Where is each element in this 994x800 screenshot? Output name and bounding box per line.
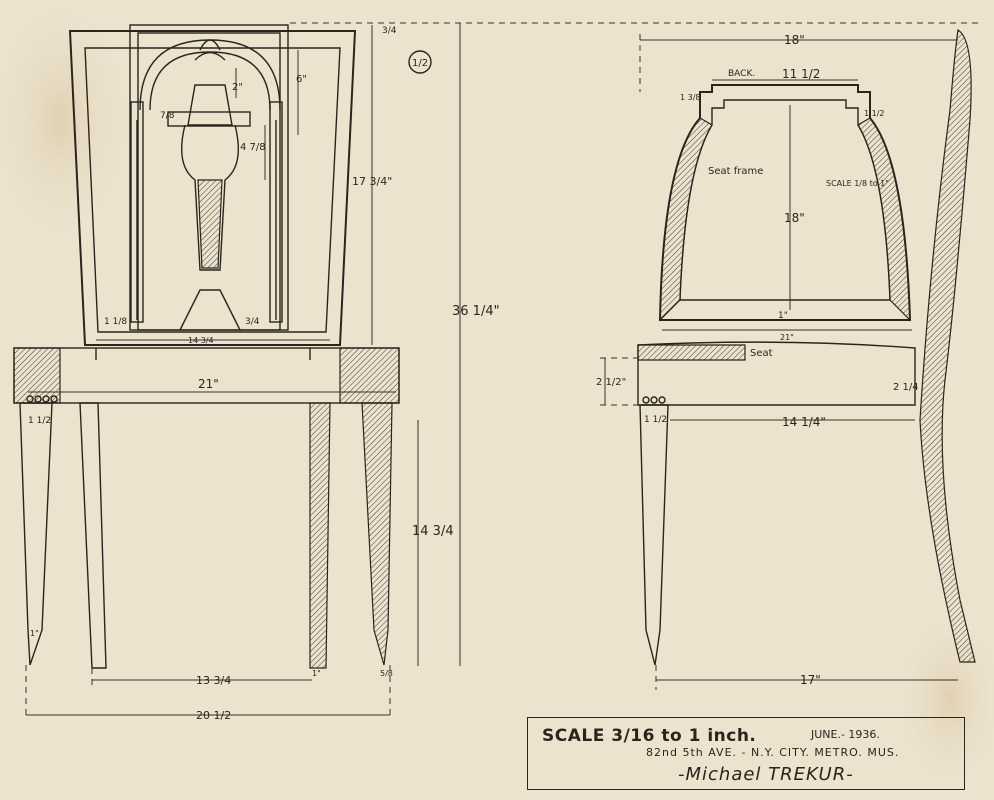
front-view: 3/4 1/2 6" 2" 7/8 4 7/8 17 3/4" 36 1/4" … <box>13 22 980 722</box>
side-rivets <box>642 396 666 404</box>
dim-1-1-8: 1 1/8 <box>104 317 127 327</box>
dim-2-1-4: 2 1/4 <box>893 382 919 393</box>
dim-17-3-4: 17 3/4" <box>352 175 392 188</box>
label-scale-side: SCALE 1/8 to 1" <box>826 179 889 188</box>
dim-half-circled: 1/2 <box>412 58 428 69</box>
dim-1-1-2-right: 1 1/2 <box>864 109 885 118</box>
dim-21-seat: 21" <box>780 333 794 342</box>
dim-17: 17" <box>800 673 821 687</box>
dim-2: 2" <box>232 82 243 93</box>
seat-rivets <box>26 395 58 403</box>
dim-5-8: 5/8 <box>380 669 393 678</box>
dim-36-1-4: 36 1/4" <box>452 304 500 319</box>
label-seat: Seat <box>750 348 773 359</box>
dim-14-3-4-top: 14 3/4 <box>188 336 214 345</box>
date-note: JUNE.- 1936. <box>811 728 880 741</box>
dim-20-1-2: 20 1/2 <box>196 709 231 722</box>
scale-note: SCALE 3/16 to 1 inch. <box>542 726 757 746</box>
dim-11-1-2: 11 1/2 <box>782 67 820 81</box>
side-view: 18" BACK. 11 1/2 1 3/8 1 1/2 Seat frame … <box>596 29 976 690</box>
dim-2-1-2: 2 1/2" <box>596 377 626 388</box>
dim-three-quarters-top: 3/4 <box>382 26 397 36</box>
dim-18-side: 18" <box>784 33 805 47</box>
dim-18-inner: 18" <box>784 211 805 225</box>
dim-1-3-8: 1 3/8 <box>680 93 701 102</box>
dim-13-3-4: 13 3/4 <box>196 674 231 687</box>
label-seat-frame: Seat frame <box>708 166 763 177</box>
dim-1-side: 1" <box>778 311 788 321</box>
dim-14-1-4: 14 1/4" <box>782 415 826 429</box>
address-note: 82nd 5th AVE. - N.Y. CITY. METRO. MUS. <box>646 746 900 759</box>
dim-14-3-4-leg: 14 3/4 <box>412 524 454 539</box>
dim-1-1-2-side-leg: 1 1/2 <box>644 415 667 425</box>
author-signature: -Michael TREKUR- <box>678 764 854 785</box>
dim-1-right: 1" <box>312 669 321 678</box>
label-back: BACK. <box>728 69 755 79</box>
dim-1-left: 1" <box>30 629 39 638</box>
dim-6: 6" <box>296 74 307 85</box>
dim-7-8: 7/8 <box>160 111 175 121</box>
dim-21-front: 21" <box>198 377 219 391</box>
dim-4-7-8: 4 7/8 <box>240 142 266 153</box>
dim-3-4-small: 3/4 <box>245 317 260 327</box>
dim-1-1-2-front: 1 1/2 <box>28 416 51 426</box>
title-block: SCALE 3/16 to 1 inch. JUNE.- 1936. 82nd … <box>527 717 965 790</box>
